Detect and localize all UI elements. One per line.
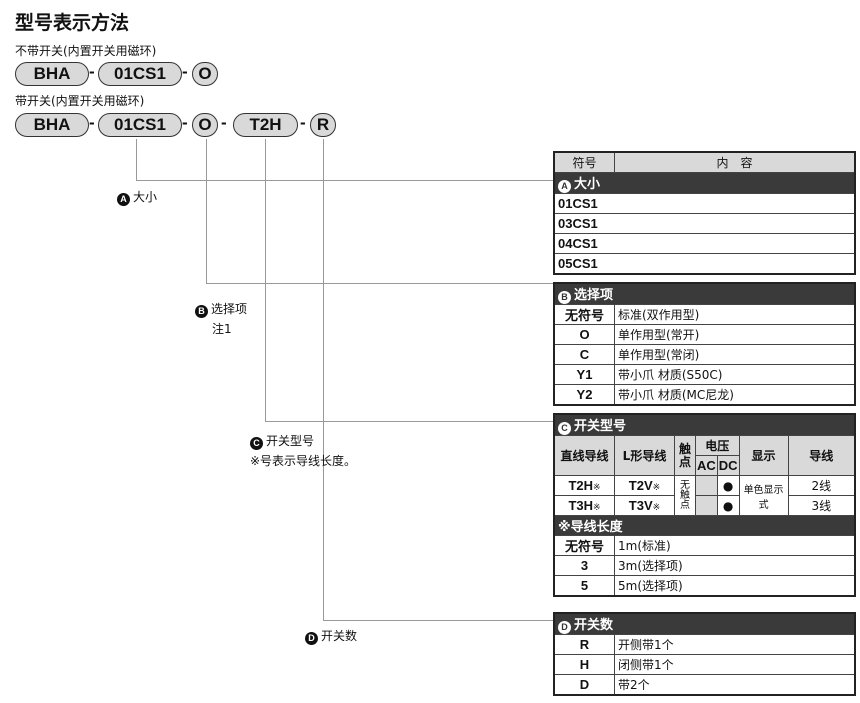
separator: -: [182, 62, 188, 81]
callout-switch-note: ※号表示导线长度。: [250, 454, 357, 468]
table-row: 04CS1: [553, 233, 856, 254]
dc-dot-icon: ●: [716, 495, 740, 516]
callout-options-note: 注1: [212, 322, 232, 336]
leader-line: [323, 620, 554, 621]
table-row: 无符号标准(双作用型): [553, 304, 856, 325]
badge-c-icon: C: [250, 437, 263, 450]
part-size: 01CS1: [98, 62, 182, 86]
leader-line: [265, 421, 554, 422]
badge-a-icon: A: [117, 193, 130, 206]
part-option: O: [192, 113, 218, 137]
with-switch-label: 带开关(内置开关用磁环): [15, 94, 145, 108]
separator: -: [221, 113, 227, 132]
lead-length-header: ※导线长度: [553, 515, 856, 536]
part-switch-count: R: [310, 113, 336, 137]
leader-line: [206, 283, 554, 284]
table-row: 01CS1: [553, 193, 856, 214]
part-series: BHA: [15, 113, 89, 137]
separator: -: [89, 62, 95, 81]
leader-line: [323, 139, 324, 621]
badge-b-icon: B: [558, 291, 571, 304]
leader-line: [136, 139, 137, 181]
table-row: 05CS1: [553, 253, 856, 275]
leader-line: [206, 139, 207, 284]
part-size: 01CS1: [98, 113, 182, 137]
leader-line: [136, 180, 554, 181]
part-switch-model: T2H: [233, 113, 298, 137]
table-row: 03CS1: [553, 213, 856, 234]
table-row: T3H※ T3V※ ● 3线: [553, 495, 856, 516]
badge-a-icon: A: [558, 180, 571, 193]
leader-line: [265, 139, 266, 422]
page-title: 型号表示方法: [15, 12, 130, 34]
without-switch-label: 不带开关(内置开关用磁环): [15, 44, 157, 58]
header-content: 内 容: [614, 151, 856, 173]
dc-dot-icon: ●: [716, 475, 740, 496]
table-row: T2H※ T2V※ 无触点 ● 单色显示式 2线: [553, 475, 856, 516]
badge-d-icon: D: [305, 632, 318, 645]
header-symbol: 符号: [553, 151, 615, 173]
badge-d-icon: D: [558, 621, 571, 634]
part-option: O: [192, 62, 218, 86]
badge-b-icon: B: [195, 305, 208, 318]
separator: -: [89, 113, 95, 132]
separator: -: [182, 113, 188, 132]
badge-c-icon: C: [558, 422, 571, 435]
part-series: BHA: [15, 62, 89, 86]
separator: -: [300, 113, 306, 132]
